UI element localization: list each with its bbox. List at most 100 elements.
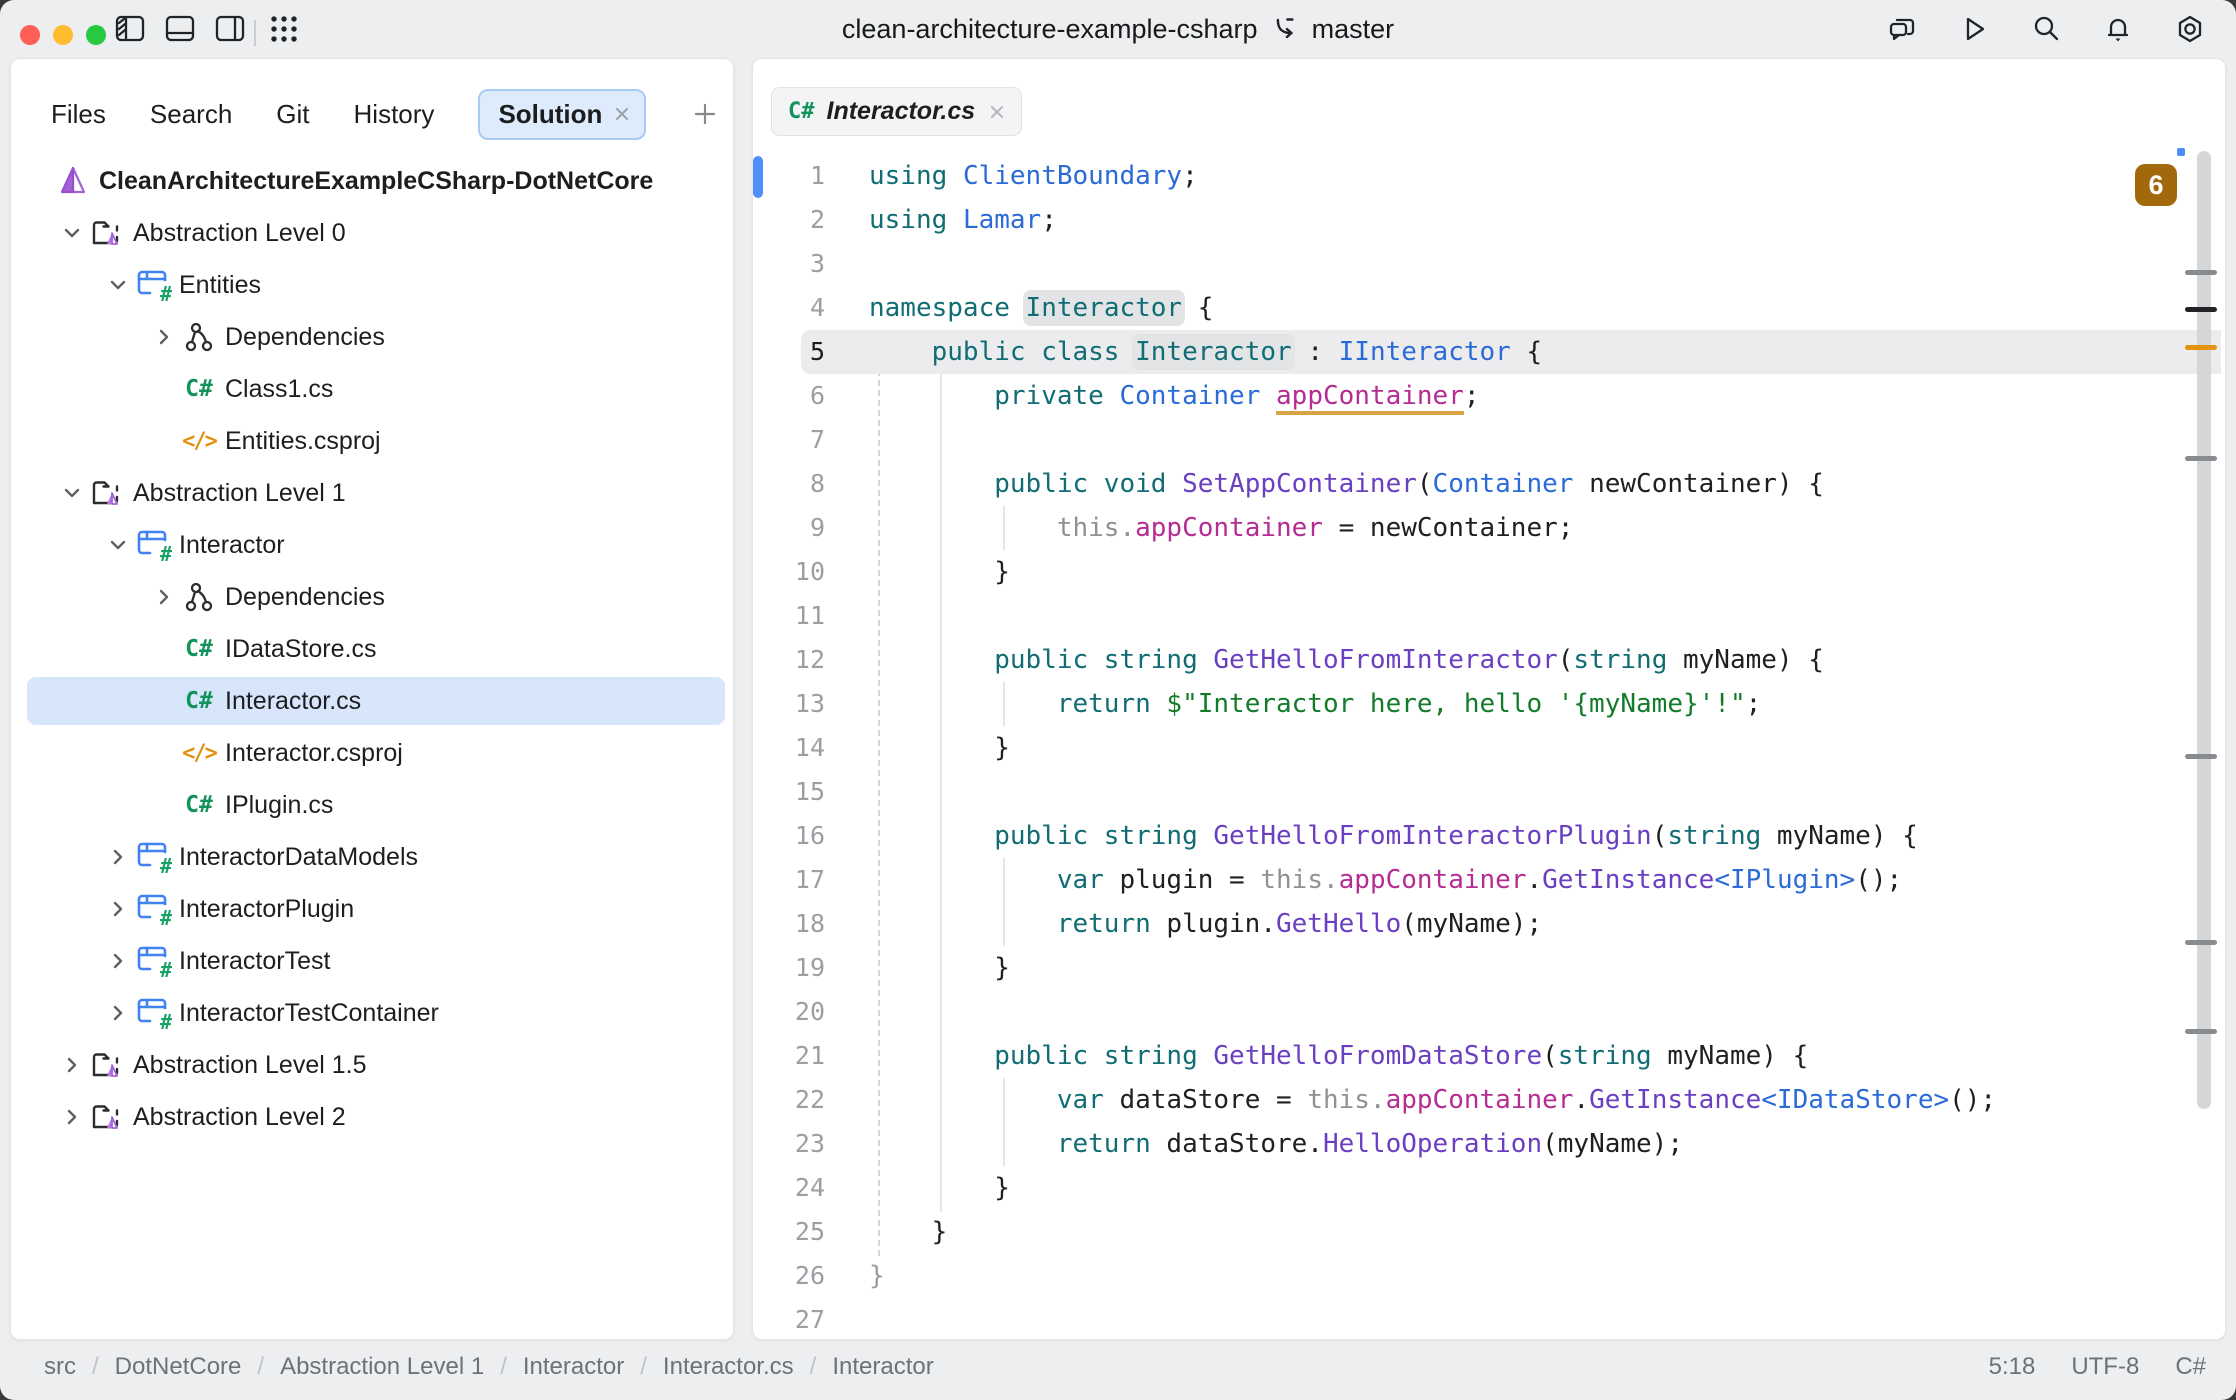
code-line-6[interactable]: 6 private Container appContainer;	[753, 374, 2225, 418]
breadcrumb-item[interactable]: Abstraction Level 1	[241, 1353, 484, 1381]
code-line-10[interactable]: 10 }	[753, 550, 2225, 594]
tree-item-interactorplugin[interactable]: #InteractorPlugin	[11, 883, 733, 935]
tree-item-interactor-cs[interactable]: C#Interactor.cs	[11, 675, 733, 727]
inspections-warning-badge[interactable]: 6	[2135, 164, 2177, 206]
chevron-right-icon[interactable]	[101, 892, 135, 926]
code-line-23[interactable]: 23 return dataStore.HelloOperation(myNam…	[753, 1122, 2225, 1166]
breadcrumb-item[interactable]: src	[44, 1353, 76, 1380]
chat-icon[interactable]	[1886, 14, 1918, 44]
code-line-19[interactable]: 19 }	[753, 946, 2225, 990]
tree-item-interactordatamodels[interactable]: #InteractorDataModels	[11, 831, 733, 883]
code-line-7[interactable]: 7	[753, 418, 2225, 462]
sidebar-tab-solution[interactable]: Solution	[478, 88, 647, 140]
chevron-right-icon[interactable]	[101, 944, 135, 978]
code-line-11[interactable]: 11	[753, 594, 2225, 638]
tree-item-class1-cs[interactable]: C#Class1.cs	[11, 363, 733, 415]
zoom-window-button[interactable]	[86, 25, 106, 45]
code-line-20[interactable]: 20	[753, 990, 2225, 1034]
line-number: 6	[809, 381, 825, 410]
sidebar-tab-history[interactable]: History	[354, 99, 435, 130]
code-line-9[interactable]: 9 this.appContainer = newContainer;	[753, 506, 2225, 550]
tree-item-interactortest[interactable]: #InteractorTest	[11, 935, 733, 987]
tree-item-interactor[interactable]: #Interactor	[11, 519, 733, 571]
close-tab-icon[interactable]	[612, 104, 632, 124]
workspace-grid-icon[interactable]	[268, 14, 300, 44]
panel-left-icon[interactable]	[114, 14, 146, 44]
settings-icon[interactable]	[2174, 14, 2206, 44]
code-line-5[interactable]: 5 public class Interactor : IInteractor …	[753, 330, 2225, 374]
notifications-icon[interactable]	[2102, 14, 2134, 44]
code-line-22[interactable]: 22 var dataStore = this.appContainer.Get…	[753, 1078, 2225, 1122]
breadcrumb-item[interactable]: Interactor	[484, 1353, 624, 1381]
tree-item-abstraction-level-2[interactable]: Abstraction Level 2	[11, 1091, 733, 1143]
project-icon: #	[135, 996, 172, 1034]
tree-item-abstraction-level-1-5[interactable]: Abstraction Level 1.5	[11, 1039, 733, 1091]
editor-tab-interactor[interactable]: C# Interactor.cs	[771, 87, 1023, 136]
branch-name[interactable]: master	[1311, 13, 1395, 44]
code-line-17[interactable]: 17 var plugin = this.appContainer.GetIns…	[753, 858, 2225, 902]
code-line-18[interactable]: 18 return plugin.GetHello(myName);	[753, 902, 2225, 946]
chevron-down-icon[interactable]	[101, 528, 135, 562]
line-number: 26	[794, 1261, 825, 1290]
line-number: 19	[794, 953, 825, 982]
tree-item-abstraction-level-0[interactable]: Abstraction Level 0	[11, 207, 733, 259]
panel-right-icon[interactable]	[214, 14, 246, 44]
breadcrumb-item[interactable]: DotNetCore	[76, 1353, 242, 1381]
chevron-down-icon[interactable]	[55, 476, 89, 510]
tree-item-label: Abstraction Level 2	[133, 1102, 346, 1131]
code-line-8[interactable]: 8 public void SetAppContainer(Container …	[753, 462, 2225, 506]
file-language[interactable]: C#	[2175, 1353, 2206, 1380]
code-line-16[interactable]: 16 public string GetHelloFromInteractorP…	[753, 814, 2225, 858]
chevron-right-icon[interactable]	[101, 840, 135, 874]
sidebar-tab-search[interactable]: Search	[150, 99, 232, 130]
caret-position[interactable]: 5:18	[1988, 1353, 2036, 1380]
close-window-button[interactable]	[20, 25, 40, 45]
code-line-26[interactable]: 26}	[753, 1254, 2225, 1298]
chevron-right-icon[interactable]	[101, 996, 135, 1030]
vertical-scrollbar[interactable]	[2197, 151, 2211, 1109]
close-tab-icon[interactable]	[987, 102, 1007, 122]
tree-item-abstraction-level-1[interactable]: Abstraction Level 1	[11, 467, 733, 519]
run-icon[interactable]	[1958, 14, 1990, 44]
line-number: 17	[794, 865, 825, 894]
code-line-25[interactable]: 25 }	[753, 1210, 2225, 1254]
tree-item-interactortestcontainer[interactable]: #InteractorTestContainer	[11, 987, 733, 1039]
breadcrumb-item[interactable]: Interactor.cs	[624, 1353, 794, 1381]
indent-guide	[1003, 682, 1005, 726]
chevron-right-icon[interactable]	[55, 1048, 89, 1082]
tree-item-dependencies[interactable]: Dependencies	[11, 571, 733, 623]
tree-item-entities[interactable]: #Entities	[11, 259, 733, 311]
panel-bottom-icon[interactable]	[164, 14, 196, 44]
chevron-right-icon[interactable]	[55, 1100, 89, 1134]
code-line-15[interactable]: 15	[753, 770, 2225, 814]
code-line-14[interactable]: 14 }	[753, 726, 2225, 770]
file-encoding[interactable]: UTF-8	[2071, 1353, 2140, 1380]
tree-item-cleanarchitectureexamplecsharp-dotnetcore[interactable]: CleanArchitectureExampleCSharp-DotNetCor…	[11, 155, 733, 207]
folder-icon	[89, 1048, 125, 1082]
code-line-21[interactable]: 21 public string GetHelloFromDataStore(s…	[753, 1034, 2225, 1078]
chevron-down-icon[interactable]	[101, 268, 135, 302]
code-line-24[interactable]: 24 }	[753, 1166, 2225, 1210]
code-line-13[interactable]: 13 return $"Interactor here, hello '{myN…	[753, 682, 2225, 726]
chevron-right-icon[interactable]	[147, 320, 181, 354]
tree-item-iplugin-cs[interactable]: C#IPlugin.cs	[11, 779, 733, 831]
minimize-window-button[interactable]	[53, 25, 73, 45]
chevron-right-icon[interactable]	[147, 580, 181, 614]
tree-item-dependencies[interactable]: Dependencies	[11, 311, 733, 363]
tree-item-interactor-csproj[interactable]: </>Interactor.csproj	[11, 727, 733, 779]
add-tool-tab-button[interactable]	[692, 101, 718, 127]
search-icon[interactable]	[2030, 14, 2062, 44]
breadcrumb-item[interactable]: Interactor	[794, 1353, 933, 1381]
code-line-27[interactable]: 27	[753, 1298, 2225, 1339]
tree-item-idatastore-cs[interactable]: C#IDataStore.cs	[11, 623, 733, 675]
sidebar-tab-git[interactable]: Git	[276, 99, 309, 130]
sidebar-tab-files[interactable]: Files	[51, 99, 106, 130]
code-line-3[interactable]: 3	[753, 242, 2225, 286]
code-line-12[interactable]: 12 public string GetHelloFromInteractor(…	[753, 638, 2225, 682]
chevron-down-icon[interactable]	[55, 216, 89, 250]
tree-item-entities-csproj[interactable]: </>Entities.csproj	[11, 415, 733, 467]
